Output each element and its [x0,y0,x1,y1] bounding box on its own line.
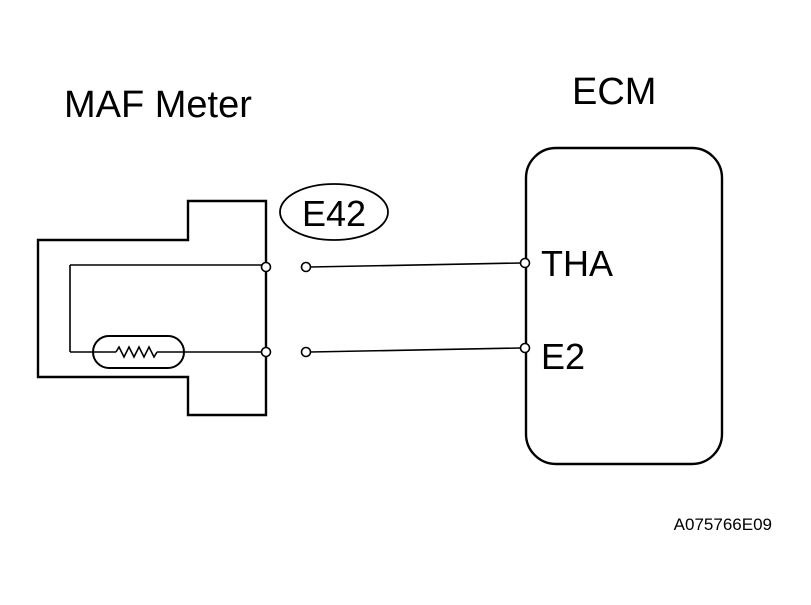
ecm-pin-tha [519,257,531,269]
terminal-tha-label: THA [541,243,613,284]
ecm-pin-e2 [519,342,531,354]
harness-pin-tha [300,261,312,273]
harness-pin-e2 [300,346,312,358]
wire-tha [309,262,522,268]
terminal-e2-label: E2 [541,336,585,377]
connector-e42-text: E42 [302,193,366,234]
wire-e2 [309,347,522,353]
maf-internal-circuit [69,264,266,353]
figure-id: A075766E09 [674,515,772,534]
maf-pin-tha [260,261,272,273]
ecm-box [524,146,724,466]
maf-pin-e2 [260,346,272,358]
connector-e42-label: E42 [279,183,389,241]
ecm-title: ECM [572,71,656,113]
maf-meter-title: MAF Meter [64,84,252,126]
thermistor-icon [92,335,185,369]
maf-meter-housing [36,199,268,417]
